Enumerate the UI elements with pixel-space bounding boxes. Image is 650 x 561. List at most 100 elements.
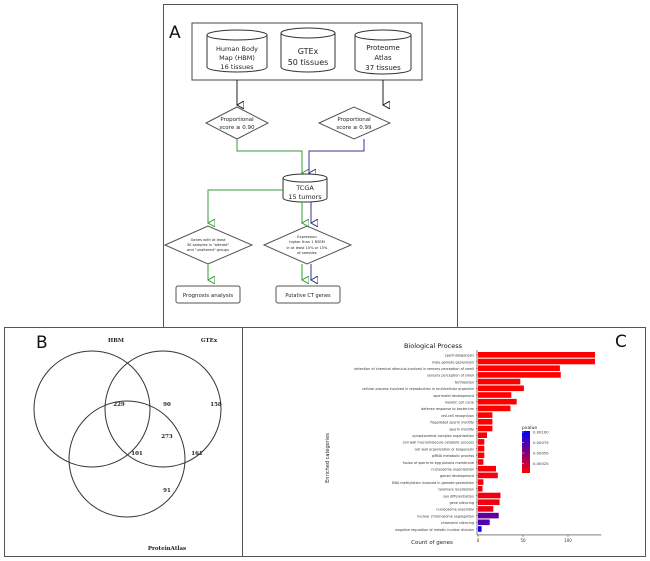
- criterion-right-line4: of samples: [297, 251, 317, 255]
- criterion-right-line2: higher than 1 RSEM: [289, 240, 325, 244]
- source-hbm-line3: 16 tissues: [221, 63, 255, 71]
- bar: [478, 358, 595, 365]
- category-label: gene silencing: [449, 501, 474, 505]
- category-label: cell wall macromolecule catabolic proces…: [403, 441, 475, 445]
- x-tick-label: 50: [520, 538, 526, 543]
- bar: [478, 512, 499, 519]
- venn-count-hbm-pa: 101: [131, 451, 143, 457]
- filter-right-line2: score ≥ 0.99: [336, 125, 372, 131]
- bar: [478, 439, 485, 445]
- tcga-line2: 15 tumors: [288, 193, 322, 201]
- category-label: cell wall organization or biogenesis: [414, 447, 474, 451]
- flowchart-svg: Human Body Map (HBM) 16 tissues GTEx 50 …: [164, 22, 423, 304]
- filter-left-line1: Proportional: [220, 117, 254, 123]
- category-label: fertilization: [455, 380, 474, 384]
- bar: [478, 392, 512, 398]
- venn-circle-proteinatlas: [68, 400, 186, 518]
- category-label: nucleosome assembly: [436, 508, 474, 512]
- venn-count-hbm-gtex: 90: [163, 402, 171, 408]
- bar: [478, 519, 490, 526]
- filter-left-line2: score ≥ 0.90: [219, 125, 255, 131]
- bar: [478, 452, 485, 459]
- source-pa-line3: 37 tissues: [365, 64, 401, 72]
- category-label: cell-cell recognition: [441, 414, 474, 418]
- source-hbm-line2: Map (HBM): [219, 54, 255, 62]
- bar: [478, 412, 493, 418]
- panel-c-label: C: [615, 332, 627, 352]
- db-cylinder-hbm: [206, 29, 268, 73]
- source-gtex-line2: 50 tissues: [288, 58, 329, 67]
- bar: [478, 405, 511, 412]
- panel-a-flowchart: A Human Body Map (HBM) 16 tissues GTEx 5…: [163, 4, 458, 328]
- bar: [478, 499, 500, 505]
- category-label: sex differentiation: [443, 494, 474, 498]
- bar: [478, 425, 493, 432]
- source-gtex-line1: GTEx: [298, 47, 319, 56]
- legend-tick-label: 0.00025: [533, 461, 549, 466]
- legend-tick-label: 0.00100: [533, 430, 549, 435]
- venn-count-gtex-only: 158: [210, 402, 222, 408]
- bar: [478, 492, 501, 499]
- venn-set-label-gtex: GTEx: [201, 338, 218, 344]
- category-label: DNA methylation involved in gamete gener…: [392, 481, 474, 485]
- category-label: male gamete generation: [432, 360, 474, 364]
- filter-diamond-right: [317, 106, 392, 140]
- filter-right-line1: Proportional: [337, 117, 371, 123]
- chart-xlabel: Count of genes: [411, 540, 453, 546]
- green-path-to-criterion-left: [208, 189, 283, 223]
- bar: [478, 486, 483, 492]
- panel-b-label: B: [36, 333, 48, 353]
- venn-count-pa-only: 91: [163, 488, 171, 494]
- criterion-left-line3: and "unaltered" groups: [187, 248, 229, 252]
- venn-circle-hbm: [33, 350, 151, 468]
- bar: [478, 526, 482, 532]
- bar: [478, 398, 517, 405]
- bars-group: [478, 352, 595, 532]
- category-label: detection of chemical stimulus involved …: [354, 367, 474, 371]
- category-label: defense response to bacterium: [421, 407, 475, 411]
- outcome-box-putative-ct: [275, 285, 341, 304]
- outcome-putative-label: Putative CT genes: [285, 293, 331, 299]
- chart-title: Biological Process: [404, 342, 463, 350]
- green-path-to-tcga: [236, 139, 302, 173]
- category-label: sperm motility: [449, 427, 474, 431]
- venn-count-hbm-only: 229: [113, 402, 125, 408]
- category-label: cellular process involved in reproductio…: [362, 387, 475, 391]
- category-label: sensory perception of smell: [427, 374, 474, 378]
- db-cylinder-proteome-atlas: [354, 29, 412, 75]
- tcga-line1: TCGA: [295, 184, 314, 192]
- bar: [478, 378, 521, 385]
- category-label: spermatid development: [433, 394, 474, 398]
- category-label: synaptonemal complex organization: [412, 434, 474, 438]
- bar: [478, 445, 485, 452]
- category-label: fusion of sperm to egg plasma membrane: [403, 461, 474, 465]
- bar: [478, 506, 494, 512]
- bar: [478, 472, 498, 479]
- category-label: gonad development: [440, 474, 475, 478]
- category-label: nucleosome organization: [431, 468, 474, 472]
- blue-path-to-tcga: [309, 139, 365, 173]
- category-label: meiotic cell cycle: [445, 401, 474, 405]
- criterion-left-line2: 30 samples in "altered": [187, 243, 230, 247]
- db-cylinder-gtex: [280, 27, 336, 73]
- category-label: chromatin silencing: [441, 521, 474, 525]
- category-labels-group: spermatogenesis male gamete generation det…: [354, 354, 474, 532]
- bar: [478, 465, 496, 472]
- bar: [478, 372, 561, 378]
- outcome-prognosis-label: Prognosis analysis: [183, 293, 233, 299]
- bar: [478, 479, 484, 485]
- legend-title: pvalue: [522, 425, 537, 431]
- category-label: spermatogenesis: [445, 354, 474, 358]
- criterion-left-line1: Genes with at least: [191, 238, 226, 242]
- outcome-box-prognosis: [175, 285, 241, 304]
- venn-count-all: 273: [161, 434, 173, 440]
- bar: [478, 459, 484, 465]
- legend-colorbar: [522, 431, 530, 473]
- criterion-right-line3: in at least 10% or 15%: [287, 246, 329, 250]
- category-label: piRNA metabolic process: [432, 454, 474, 458]
- category-label: telomere localization: [439, 488, 475, 492]
- criterion-diamond-left: [164, 225, 254, 265]
- criterion-diamond-right: [262, 225, 353, 265]
